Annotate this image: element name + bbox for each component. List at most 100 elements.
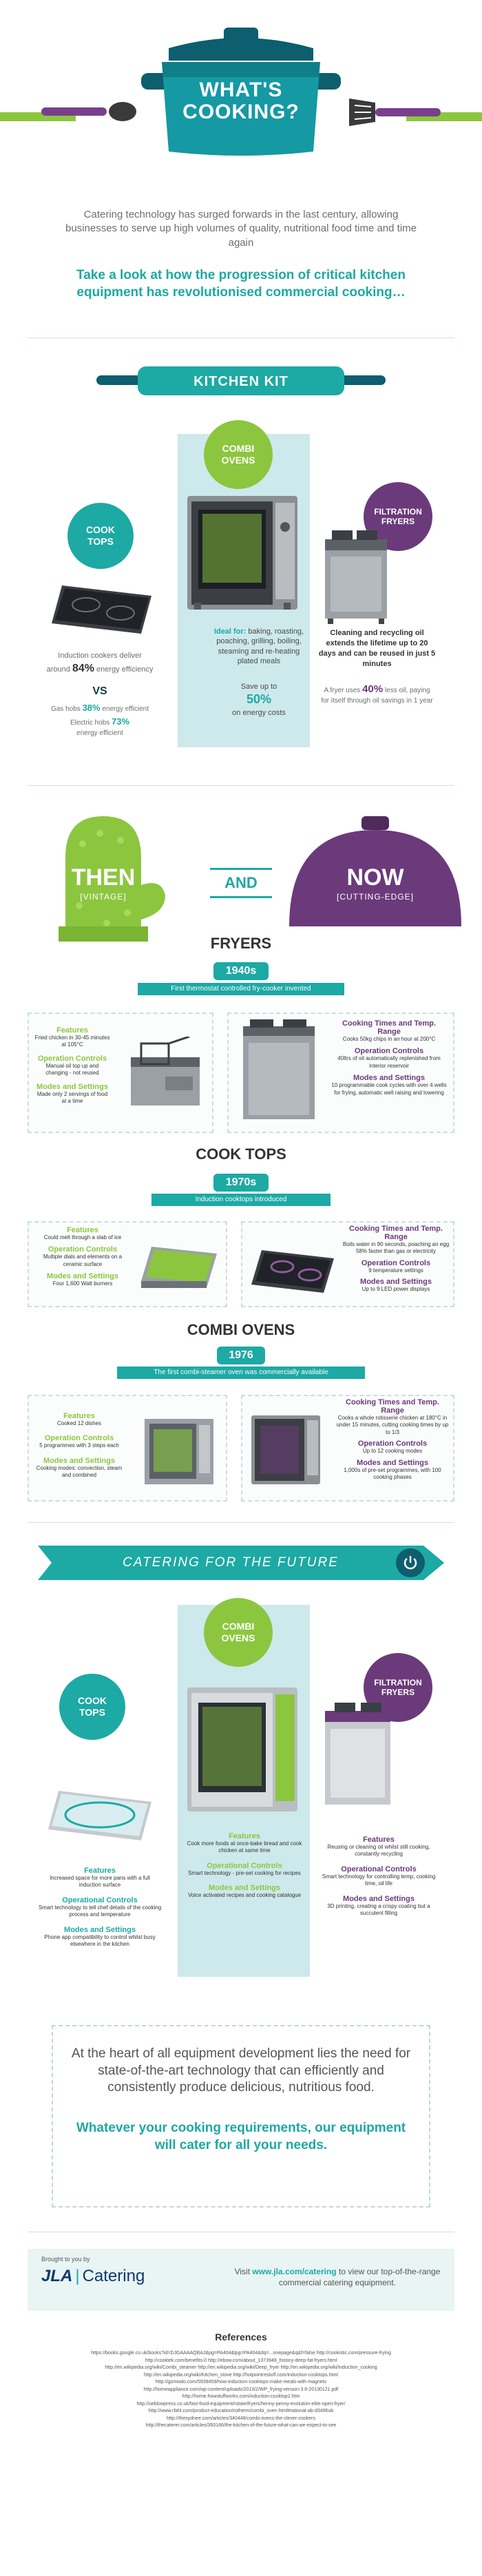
combi-save-tail: on energy costs (232, 708, 286, 717)
reference-item[interactable]: http://www.rfahl.com/product-education/r… (148, 2409, 334, 2413)
cooktops-then-text: Features Could melt through a slab of ic… (34, 1226, 131, 1288)
filtration-title-2: FRYERS (381, 517, 415, 526)
cook-tops-vs: VS (92, 685, 107, 697)
spatula-icon (349, 98, 441, 126)
reference-item[interactable]: https://books.google.co.uk/books?id=DJGA… (91, 2351, 391, 2356)
conclusion-box (52, 2025, 430, 2208)
future-filtration-title-1: FILTRATION (374, 1677, 422, 1687)
fryers-year: 1940s (213, 962, 269, 980)
intro-text: Catering technology has surged forwards … (65, 209, 417, 249)
title-line-2: COOKING? (182, 100, 300, 123)
divider (28, 1522, 454, 1523)
fryer-stat-2: less oil, paying for itself through oil … (321, 687, 433, 705)
fryers-then-features: Fried chicken in 30-45 minutes at 105°C (34, 1035, 110, 1048)
fryers-now-ops-h: Operation Controls (354, 1047, 424, 1056)
combi-oven-illustration (187, 496, 297, 610)
fryers-now-times: Cooks 50kg chips in an hour at 200°C (342, 1036, 436, 1042)
filtration-fryer-stat: A fryer uses 40% less oil, paying for it… (320, 682, 434, 706)
future-combi-oven-illustration (187, 1687, 297, 1811)
cooktops-now-ops: 9 temperature settings (368, 1267, 423, 1274)
future-cook-tops-title-1: COOK (78, 1695, 107, 1707)
combi-title-2: OVENS (221, 455, 255, 466)
jla-logo[interactable]: JLA|Catering (41, 2268, 145, 2285)
combi-ideal-label: Ideal for: (213, 627, 247, 636)
combi-then-modes-h: Modes and Settings (43, 1456, 115, 1465)
rolling-pin-icon (96, 366, 386, 395)
vintage-fryer-illustration (131, 1037, 200, 1105)
reference-item[interactable]: http://thesydnee.com/articles/340448/com… (167, 2416, 315, 2421)
cooktops-then-modes-h: Modes and Settings (47, 1272, 118, 1281)
pot-lid-icon (289, 816, 461, 926)
future-co-features-h: Features (229, 1832, 260, 1840)
and-label: AND (210, 868, 272, 898)
modern-cooktop-illustration (251, 1250, 334, 1293)
filtration-title-1: FILTRATION (374, 506, 422, 517)
now-subtitle: [CUTTING-EDGE] (337, 892, 414, 902)
combi-ovens-title: COMBI OVENS (187, 1321, 295, 1338)
cooktops-now-modes: Up to 9 LED power displays (362, 1286, 430, 1293)
jla-logo-catering: Catering (82, 2267, 145, 2285)
divider (28, 785, 454, 786)
combi-now-modes-h: Modes and Settings (357, 1458, 428, 1467)
reference-item[interactable]: http://homeappliance.com/wp-content/uplo… (143, 2387, 339, 2392)
combi-now-text: Cooking Times and Temp. Range Cooks a wh… (334, 1398, 451, 1481)
cooktops-title: COOK TOPS (196, 1145, 286, 1163)
fryers-now-text: Cooking Times and Temp. Range Cooks 50kg… (331, 1019, 448, 1097)
future-co-modes: Voice activated recipes and cooking cata… (187, 1892, 302, 1899)
future-combi-title-1: COMBI (222, 1621, 255, 1632)
combi-ideal: Ideal for: baking, roasting, poaching, g… (211, 627, 307, 666)
reference-item[interactable]: http://cooktek.com/benefits-0 http://ebo… (145, 2358, 337, 2363)
combi-then-ops-h: Operation Controls (44, 1434, 114, 1443)
future-ct-modes-h: Modes and Settings (64, 1925, 136, 1934)
future-banner-title: CATERING FOR THE FUTURE (123, 1555, 339, 1570)
intro-lead: Take a look at how the progression of cr… (76, 268, 406, 300)
induction-cooktop-illustration (52, 585, 151, 634)
jla-logo-divider: | (75, 2267, 80, 2285)
future-ct-ops: Smart technology to tell chef details of… (38, 1904, 162, 1918)
divider (28, 337, 454, 338)
future-co-ops-h: Operational Controls (207, 1861, 282, 1870)
cook-tops-title-1: COOK (86, 524, 115, 536)
fryers-now-times-h: Cooking Times and Temp. Range (342, 1019, 436, 1036)
now-title: NOW (346, 864, 404, 891)
conclusion-text: At the heart of all equipment developmen… (71, 2046, 411, 2095)
ladle-icon (41, 102, 136, 121)
elec-tail: energy efficient (76, 729, 123, 737)
title-line-1: WHAT'S (199, 79, 283, 101)
reference-item[interactable]: http://en.wikipedia.org/wiki/Kitchen_sto… (144, 2372, 338, 2378)
future-co-ops: Smart technology - pre-set cooking for r… (188, 1869, 301, 1876)
references-list: https://books.google.co.uk/books?id=DJGA… (28, 2350, 454, 2430)
combi-ovens-year: 1976 (217, 1347, 265, 1364)
cook-tops-compare: Gas hobs 38% energy efficient Electric h… (38, 701, 162, 738)
vintage-combi-oven-illustration (145, 1419, 213, 1484)
future-co-features: Cook more foods at once-bake bread and c… (187, 1840, 302, 1854)
modern-combi-oven-illustration (251, 1415, 320, 1484)
reference-item[interactable]: http://oeblowpress.co.uk/fast-food-equip… (136, 2401, 346, 2407)
combi-save-pct: 50% (246, 692, 272, 707)
footer (28, 2249, 454, 2311)
reference-item[interactable]: http://thecaterer.com/articles/350166/th… (145, 2423, 337, 2428)
future-cooktop-illustration (48, 1791, 151, 1840)
future-fryer-illustration (325, 1703, 390, 1805)
fryers-then-features-h: Features (56, 1026, 88, 1035)
fryer-illustration (325, 530, 387, 624)
cooktops-then-ops: Multiple dials and elements on a ceramic… (43, 1254, 123, 1267)
future-ff-ops-h: Operational Controls (341, 1865, 417, 1873)
kitchen-kit-title: KITCHEN KIT (193, 374, 289, 389)
brought-to-you: Brought to you by (41, 2256, 90, 2263)
gas-tail: energy efficient (102, 705, 149, 713)
reference-item[interactable]: http://en.wikipedia.org/wiki/Combi_steam… (105, 2365, 377, 2370)
reference-item[interactable]: http://home.howstuffworks.com/induction-… (182, 2394, 300, 2399)
reference-item[interactable]: http://gizmodo.com/5939459/how-induction… (155, 2380, 327, 2385)
visit-link[interactable]: www.jla.com/catering (252, 2267, 337, 2276)
combi-title-1: COMBI (222, 443, 255, 455)
power-icon (404, 1556, 417, 1570)
fryers-now-modes-h: Modes and Settings (353, 1074, 425, 1083)
modern-fryer-illustration (243, 1019, 315, 1119)
fryers-then-text: Features Fried chicken in 30-45 minutes … (34, 1026, 110, 1105)
cook-tops-desc-2: around (46, 665, 70, 674)
elec-pct: 73% (112, 716, 130, 727)
